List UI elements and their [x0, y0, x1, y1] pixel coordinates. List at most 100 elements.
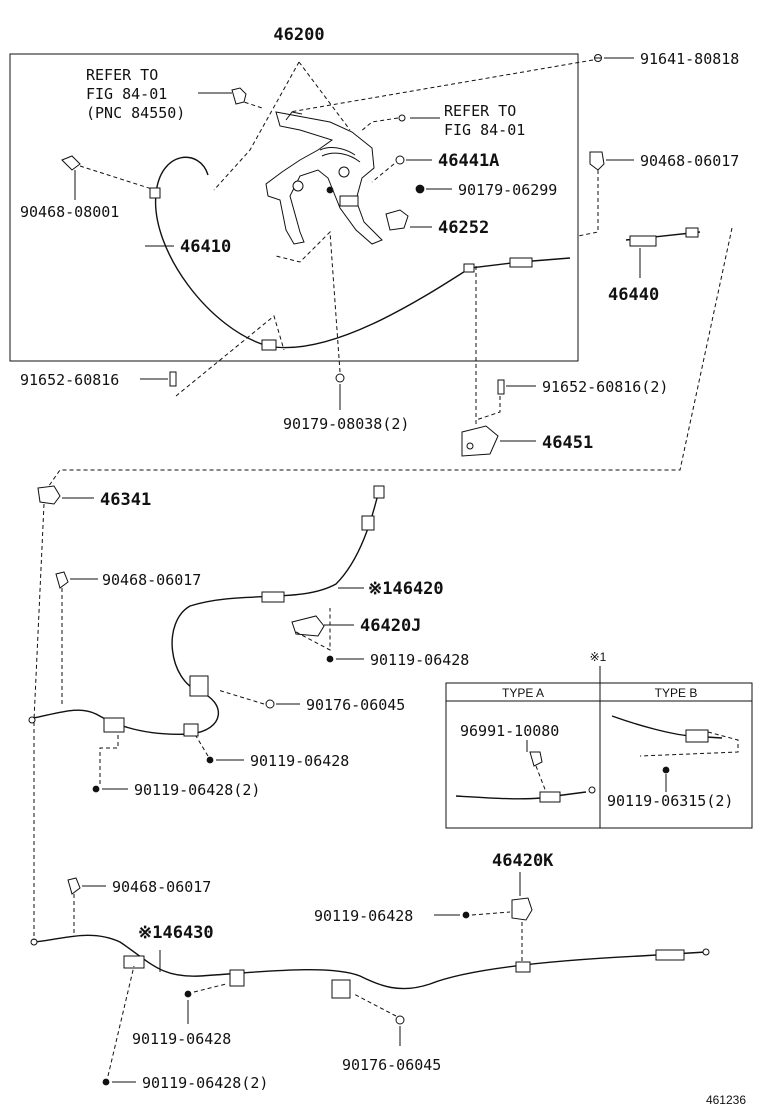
- note-box: [445, 682, 753, 829]
- cable-end-icon: [539, 791, 561, 803]
- figure-id: 461236: [706, 1093, 746, 1107]
- part-90468-06017-low: 90468-06017: [112, 878, 211, 896]
- type-b-part: 90119-06315(2): [607, 792, 733, 810]
- bolt-icon: [184, 990, 192, 998]
- bracket-icon: [461, 425, 499, 457]
- equalizer-icon: [625, 227, 701, 247]
- part-90119-06428-a: 90119-06428: [370, 651, 469, 669]
- cable-end-icon: [509, 257, 533, 268]
- leader-46200-left: [213, 61, 300, 191]
- leader-91652-left-dash: [175, 315, 285, 397]
- clamp-icon: [291, 615, 325, 637]
- nut-icon: [415, 184, 425, 194]
- cable-end-icon: [361, 515, 375, 531]
- refer-text-1c: (PNC 84550): [86, 104, 185, 122]
- part-90119-06428-c: 90119-06428(2): [134, 781, 260, 799]
- part-90119-06428-e: 90119-06428: [132, 1030, 231, 1048]
- type-a-dash: [535, 765, 547, 793]
- nut-icon: [395, 1015, 405, 1025]
- nut-icon: [265, 699, 275, 709]
- part-91641-80818: 91641-80818: [640, 50, 739, 68]
- part-91652-60816-left: 91652-60816: [20, 371, 119, 389]
- part-46252: 46252: [438, 218, 489, 238]
- cable-clamp-icon: [123, 955, 145, 969]
- assembly-frame: [9, 53, 579, 362]
- part-90468-06017-mid: 90468-06017: [102, 571, 201, 589]
- bolt-icon: [497, 379, 505, 395]
- clip-icon: [61, 155, 81, 171]
- leader-46200-right: [298, 61, 351, 131]
- leader-91652-right-dash: [475, 396, 501, 421]
- leader-90179-08038-dash: [275, 230, 341, 373]
- cable-clamp-icon: [183, 723, 199, 737]
- cable-clamp-icon: [229, 969, 245, 987]
- bolt-icon: [662, 766, 670, 774]
- part-46420J: 46420J: [360, 616, 421, 636]
- leader-46420J-dash: [295, 608, 331, 651]
- bolt-icon: [462, 911, 470, 919]
- refer-text-1a: REFER TO: [86, 66, 158, 84]
- leader-46441A-dash: [371, 163, 395, 183]
- nut-icon: [395, 155, 405, 165]
- type-b-label: TYPE B: [655, 686, 698, 700]
- cable-clamp-icon: [685, 729, 709, 743]
- cable-46410: [154, 156, 571, 349]
- bracket-icon: [385, 209, 409, 231]
- part-90179-08038: 90179-08038(2): [283, 415, 409, 433]
- leader-90119-b-dash: [195, 735, 209, 757]
- part-90119-06428-f: 90119-06428(2): [142, 1074, 268, 1092]
- part-46420K: 46420K: [492, 851, 554, 871]
- cable-end-icon: [28, 716, 36, 724]
- part-90468-06017-top: 90468-06017: [640, 152, 739, 170]
- clip-icon: [55, 571, 69, 589]
- cable-end-icon: [588, 786, 596, 794]
- type-a-label: TYPE A: [502, 686, 544, 700]
- cable-46420: [33, 485, 381, 736]
- leader-91641-dash: [289, 59, 594, 113]
- cable-end-icon: [373, 485, 385, 499]
- cable-clamp-icon: [331, 979, 351, 999]
- leader-90119-f-dash: [107, 965, 135, 1077]
- cable-clamp-icon: [261, 591, 285, 603]
- part-90119-06428-d: 90119-06428: [314, 907, 413, 925]
- clip-icon: [529, 751, 543, 767]
- nut-icon: [335, 373, 345, 383]
- cable-end-icon: [463, 263, 475, 273]
- part-46410: 46410: [180, 237, 231, 257]
- clip-icon: [589, 151, 605, 171]
- leader-90119-c-dash: [99, 732, 119, 784]
- bolt-icon: [169, 371, 177, 387]
- leader-refer-2-dash: [359, 117, 399, 133]
- part-90468-08001: 90468-08001: [20, 203, 119, 221]
- leader-refer-1-dash: [237, 99, 263, 109]
- note-marker: ※1: [590, 650, 607, 664]
- part-46451: 46451: [542, 433, 593, 453]
- leader-90176-a-dash: [217, 689, 265, 705]
- leader-90468-08001-dash: [79, 165, 156, 191]
- refer-text-2a: REFER TO: [444, 102, 516, 120]
- part-90176-06045-a: 90176-06045: [306, 696, 405, 714]
- leader-90119-d-dash: [471, 911, 511, 916]
- cable-end-icon: [655, 949, 685, 961]
- leader-46440-dash: [45, 227, 733, 491]
- cable-clamp-icon: [103, 717, 125, 733]
- bolt-icon: [326, 655, 334, 663]
- cable-grommet-icon: [149, 187, 161, 199]
- parking-brake-lever-icon: [265, 111, 383, 245]
- refer-text-2b: FIG 84-01: [444, 121, 525, 139]
- assembly-number: 46200: [273, 25, 324, 45]
- refer-text-1b: FIG 84-01: [86, 85, 167, 103]
- bracket-icon: [37, 485, 61, 505]
- cable-clamp-icon: [261, 339, 277, 351]
- leader-90468-top-dash: [577, 170, 599, 237]
- leader-90176-b-dash: [353, 993, 397, 1017]
- cable-clamp-icon: [515, 961, 531, 973]
- clip-icon: [231, 87, 247, 105]
- part-46341: 46341: [100, 490, 151, 510]
- type-b-dash: [639, 731, 739, 757]
- clip-icon: [67, 877, 81, 895]
- clamp-icon: [511, 897, 533, 921]
- bolt-icon: [102, 1078, 110, 1086]
